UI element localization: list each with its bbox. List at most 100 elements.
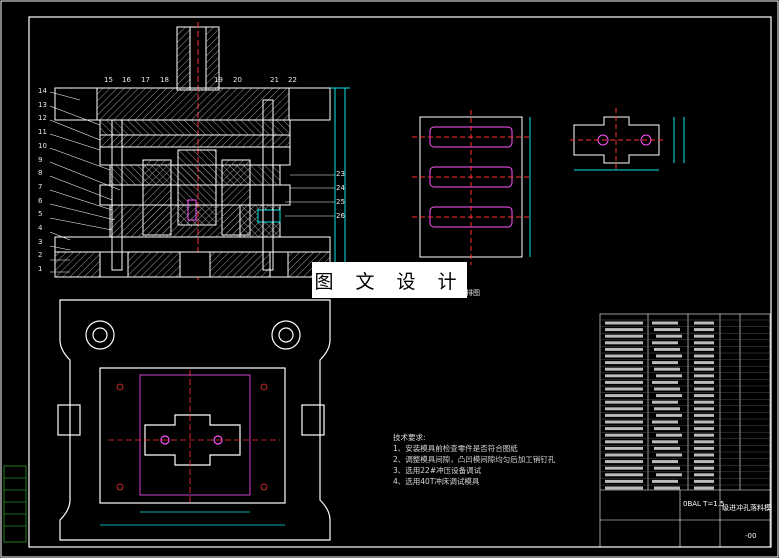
- parts-list-cell-text: [694, 413, 714, 417]
- tech-item: 1、安装模具前检查零件是否符合图纸: [393, 444, 518, 453]
- part-number-label: 10: [38, 141, 47, 150]
- parts-list-cell-text: [652, 479, 678, 483]
- parts-list-table: [599, 313, 771, 548]
- part-number-label: 9: [38, 155, 43, 164]
- parts-list-cell-text: [656, 354, 682, 358]
- tech-item: 4、选用40T冲床调试模具: [393, 477, 480, 486]
- parts-list-cell-text: [654, 446, 680, 450]
- parts-list-cell-text: [652, 361, 678, 365]
- strip-layout: [412, 110, 531, 265]
- parts-list-cell-text: [694, 341, 714, 345]
- parts-list-cell-text: [605, 347, 643, 351]
- parts-list-cell-text: [605, 486, 643, 490]
- revision-table: [3, 465, 27, 543]
- parts-list-cell-text: [694, 479, 714, 483]
- parts-list-cell-text: [605, 380, 643, 384]
- part-number-label: 8: [38, 169, 43, 178]
- parts-list-cell-text: [654, 387, 680, 391]
- parts-list-cell-text: [605, 420, 643, 424]
- parts-list-cell-text: [605, 427, 643, 431]
- parts-list-cell-text: [654, 367, 680, 371]
- parts-list-cell-text: [605, 460, 643, 464]
- part-number-label: 24: [336, 184, 345, 192]
- parts-list-cell-text: [694, 361, 714, 365]
- parts-list-cell-text: [694, 427, 714, 431]
- parts-list-cell-text: [694, 374, 714, 378]
- strip-section-label: 排图: [466, 289, 480, 297]
- parts-list-cell-text: [656, 473, 682, 477]
- parts-list-cell-text: [654, 328, 680, 332]
- part-drawing: [570, 108, 685, 172]
- parts-list-cell-text: [694, 367, 714, 371]
- part-number-label: 12: [38, 114, 47, 123]
- parts-list-cell-text: [652, 380, 678, 384]
- parts-list-cell-text: [605, 473, 643, 477]
- part-number-label: 16: [122, 76, 131, 84]
- parts-list-cell-text: [605, 440, 643, 444]
- parts-list-cell-text: [605, 341, 643, 345]
- parts-list-cell-text: [605, 328, 643, 332]
- parts-list-cell-text: [694, 446, 714, 450]
- parts-list-cell-text: [694, 486, 714, 490]
- parts-list-cell-text: [694, 321, 714, 325]
- parts-list-cell-text: [694, 440, 714, 444]
- parts-list-cell-text: [654, 347, 680, 351]
- parts-list-cell-text: [694, 387, 714, 391]
- tech-item: 3、选用22#冲压设备调试: [393, 466, 482, 475]
- technical-requirements: 技术要求: 1、安装模具前检查零件是否符合图纸 2、调整模具间隙，凸凹模间隙均匀…: [393, 432, 555, 487]
- parts-list-cell-text: [656, 394, 682, 398]
- parts-list-cell-text: [605, 387, 643, 391]
- parts-list-cell-text: [656, 433, 682, 437]
- parts-list-cell-text: [652, 440, 678, 444]
- parts-list-cell-text: [605, 433, 643, 437]
- parts-list-cell-text: [694, 466, 714, 470]
- parts-list-cell-text: [654, 486, 680, 490]
- parts-list-cell-text: [694, 420, 714, 424]
- parts-list-cell-text: [694, 473, 714, 477]
- parts-list-cell-text: [654, 466, 680, 470]
- parts-list-cell-text: [652, 321, 678, 325]
- parts-list-cell-text: [605, 400, 643, 404]
- parts-list-cell-text: [605, 479, 643, 483]
- parts-list-cell-text: [694, 328, 714, 332]
- title-code: -00: [745, 532, 757, 540]
- part-number-label: 4: [38, 224, 43, 232]
- parts-list-cell-text: [652, 420, 678, 424]
- parts-list-cell-text: [694, 453, 714, 457]
- parts-list-cell-text: [656, 413, 682, 417]
- part-number-label: 7: [38, 182, 43, 191]
- part-number-label: 6: [38, 196, 43, 205]
- part-number-label: 5: [38, 210, 43, 219]
- part-number-label: 14: [38, 87, 47, 95]
- part-number-label: 13: [38, 100, 47, 109]
- parts-list-cell-text: [694, 354, 714, 358]
- parts-list-cell-text: [654, 427, 680, 431]
- part-number-label: 17: [141, 76, 150, 84]
- title-scale: 0BAL T=1.5: [683, 500, 725, 508]
- part-number-label: 18: [160, 76, 169, 84]
- parts-list-cell-text: [656, 453, 682, 457]
- parts-list-cell-text: [605, 334, 643, 338]
- watermark: 图 文 设 计: [312, 262, 467, 298]
- inner-frame: [28, 16, 772, 548]
- part-number-label: 15: [104, 76, 113, 84]
- parts-list-cell-text: [652, 400, 678, 404]
- parts-list-cell-text: [694, 347, 714, 351]
- tech-title: 技术要求:: [393, 433, 426, 442]
- parts-list-cell-text: [694, 394, 714, 398]
- parts-list-cell-text: [652, 341, 678, 345]
- parts-list-cell-text: [605, 354, 643, 358]
- part-number-label: 20: [233, 76, 242, 84]
- part-number-label: 21: [270, 76, 279, 84]
- parts-list-cell-text: [694, 433, 714, 437]
- part-number-label: 2: [38, 251, 43, 260]
- part-number-label: 22: [288, 76, 297, 84]
- parts-list-cell-text: [694, 334, 714, 338]
- parts-list-cell-text: [656, 374, 682, 378]
- parts-list-cell-text: [605, 321, 643, 325]
- tech-item: 2、调整模具间隙，凸凹模间隙均匀后加工销钉孔: [393, 455, 556, 464]
- part-number-label: 25: [336, 198, 345, 206]
- parts-list-cell-text: [605, 453, 643, 457]
- part-number-label: 19: [214, 76, 223, 84]
